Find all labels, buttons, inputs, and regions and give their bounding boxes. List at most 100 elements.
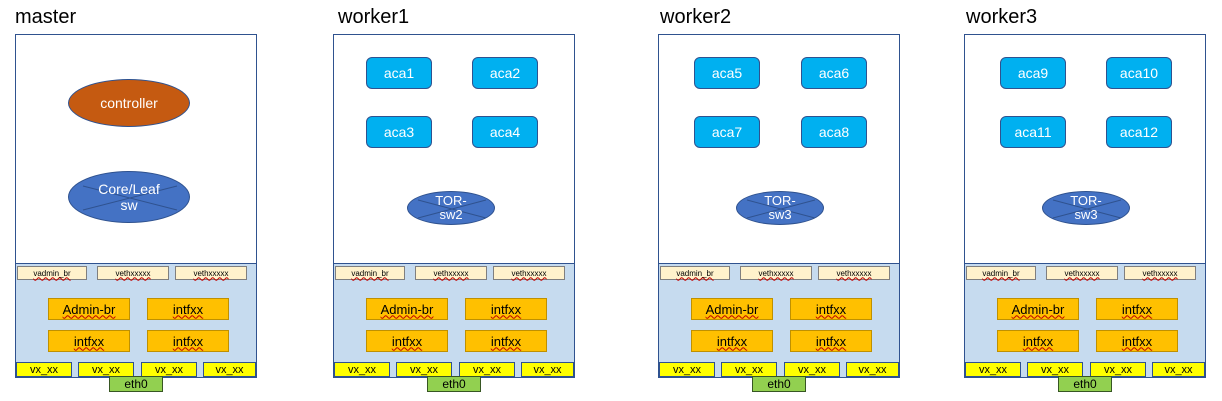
veth-box: vadmin_br (660, 266, 730, 280)
node-title: worker3 (966, 6, 1038, 28)
veth-box: vethxxxxx (1046, 266, 1118, 280)
bridge-label: intfxx (490, 301, 522, 317)
aca-label: aca2 (489, 65, 521, 81)
node-box: aca5 aca6 aca7 aca8 TOR-sw3 vadmin_br ve… (658, 34, 900, 378)
vx-label: vx_xx (29, 363, 59, 376)
aca-label: aca8 (818, 124, 850, 140)
node-title: worker2 (660, 6, 732, 28)
bridge-box: intfxx (366, 330, 448, 352)
aca-label: aca4 (489, 124, 521, 140)
bridge-label: intfxx (172, 301, 204, 317)
eth0-box: eth0 (752, 376, 806, 392)
bridge-box: intfxx (465, 298, 547, 320)
vx-box: vx_xx (78, 362, 134, 377)
vx-box: vx_xx (846, 362, 899, 377)
aca-label: aca12 (1119, 124, 1159, 140)
node-lower-area: vadmin_br vethxxxxx vethxxxxx Admin-br i… (16, 263, 256, 377)
vx-label: vx_xx (858, 363, 887, 376)
bridge-label: intfxx (172, 333, 204, 349)
switch-label: TOR-sw3 (1070, 193, 1102, 222)
aca-label: aca9 (1017, 65, 1049, 81)
node-lower-area: vadmin_br vethxxxxx vethxxxxx Admin-br i… (334, 263, 574, 377)
aca-box: aca4 (472, 116, 538, 148)
aca-label: aca3 (383, 124, 415, 140)
veth-label: vethxxxxx (1064, 268, 1100, 278)
tor-switch: TOR-sw3 (736, 191, 824, 225)
bridge-box: intfxx (48, 330, 130, 352)
vx-box: vx_xx (521, 362, 574, 377)
veth-label: vethxxxxx (193, 268, 229, 278)
veth-box: vadmin_br (335, 266, 405, 280)
eth0-box: eth0 (427, 376, 481, 392)
bridge-label: Admin-br (705, 301, 759, 317)
veth-label: vethxxxxx (758, 268, 794, 278)
switch-icon (1052, 199, 1122, 219)
bridge-box: Admin-br (366, 298, 448, 320)
vx-box: vx_xx (1027, 362, 1083, 377)
node-box: aca9 aca10 aca11 aca12 TOR-sw3 vadmin_br… (964, 34, 1206, 378)
bridge-box: intfxx (790, 298, 872, 320)
veth-label: vethxxxxx (836, 268, 872, 278)
aca-label: aca11 (1014, 124, 1052, 140)
aca-label: aca10 (1119, 65, 1159, 81)
bridge-box: Admin-br (48, 298, 130, 320)
veth-box: vethxxxxx (175, 266, 247, 280)
bridge-box: intfxx (147, 330, 229, 352)
veth-box: vethxxxxx (97, 266, 169, 280)
bridge-label: intfxx (73, 333, 105, 349)
aca-label: aca1 (383, 65, 415, 81)
node-upper-area: aca9 aca10 aca11 aca12 TOR-sw3 (965, 35, 1205, 263)
switch-label: TOR-sw3 (764, 193, 796, 222)
bridge-label: intfxx (1121, 333, 1153, 349)
vx-label: vx_xx (797, 363, 827, 376)
node-worker3: worker3 aca9 aca10 aca11 aca12 TOR-sw3 v… (964, 0, 1214, 401)
vx-label: vx_xx (472, 363, 502, 376)
bridge-box: intfxx (465, 330, 547, 352)
vx-label: vx_xx (672, 363, 702, 376)
veth-box: vethxxxxx (1124, 266, 1196, 280)
vx-box: vx_xx (459, 362, 515, 377)
eth0-box: eth0 (109, 376, 163, 392)
veth-label: vethxxxxx (433, 268, 469, 278)
node-upper-area: controller Core/Leaf sw (16, 35, 256, 263)
bridge-box: intfxx (1096, 330, 1178, 352)
aca-label: aca6 (818, 65, 850, 81)
vx-label: vx_xx (533, 363, 562, 376)
aca-box: aca5 (694, 57, 760, 89)
switch-label: TOR-sw2 (435, 193, 467, 222)
veth-label: vadmin_br (33, 268, 71, 278)
node-lower-area: vadmin_br vethxxxxx vethxxxxx Admin-br i… (659, 263, 899, 377)
bridge-label: intfxx (815, 301, 847, 317)
bridge-box: Admin-br (691, 298, 773, 320)
vx-box: vx_xx (1152, 362, 1205, 377)
switch-icon (417, 199, 487, 219)
eth-label: eth0 (442, 377, 466, 391)
bridge-label: intfxx (716, 333, 748, 349)
controller: controller (68, 79, 190, 127)
veth-label: vadmin_br (351, 268, 389, 278)
bridge-label: intfxx (490, 333, 522, 349)
aca-label: aca7 (711, 124, 743, 140)
aca-box: aca9 (1000, 57, 1066, 89)
veth-box: vethxxxxx (493, 266, 565, 280)
vx-label: vx_xx (1164, 363, 1193, 376)
vx-box: vx_xx (203, 362, 256, 377)
aca-box: aca7 (694, 116, 760, 148)
veth-label: vadmin_br (982, 268, 1020, 278)
node-box: aca1 aca2 aca3 aca4 TOR-sw2 vadmin_br ve… (333, 34, 575, 378)
bridge-box: intfxx (1096, 298, 1178, 320)
aca-box: aca6 (801, 57, 867, 89)
veth-box: vadmin_br (17, 266, 87, 280)
bridge-box: intfxx (147, 298, 229, 320)
vx-label: vx_xx (215, 363, 244, 376)
eth-label: eth0 (1073, 377, 1097, 391)
veth-label: vethxxxxx (511, 268, 547, 278)
node-title: worker1 (338, 6, 410, 28)
bridge-box: intfxx (790, 330, 872, 352)
bridge-label: Admin-br (62, 301, 116, 317)
vx-box: vx_xx (965, 362, 1021, 377)
bridge-label: Admin-br (1011, 301, 1065, 317)
veth-box: vethxxxxx (415, 266, 487, 280)
aca-box: aca12 (1106, 116, 1172, 148)
vx-label: vx_xx (347, 363, 377, 376)
